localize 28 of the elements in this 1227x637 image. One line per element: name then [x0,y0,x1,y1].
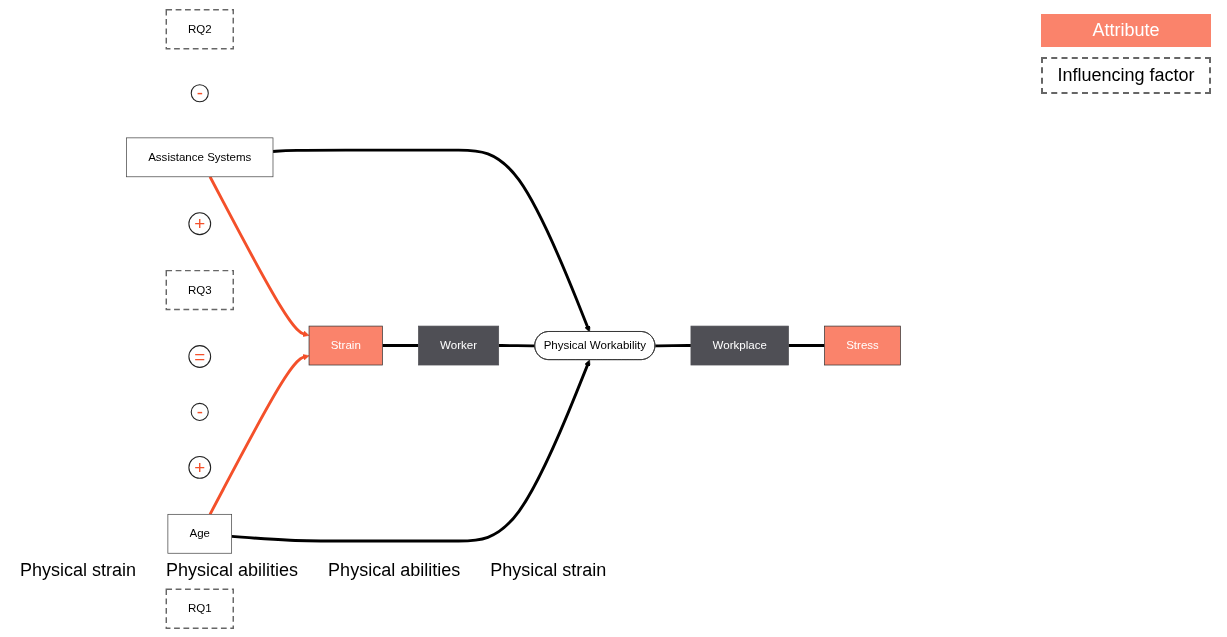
note-text: Physical abilities [328,560,461,581]
node-box: Age [167,513,232,554]
legend-item: Attribute [1041,14,1211,47]
node-circle: - [190,83,209,102]
arrow [231,359,591,542]
connector [788,343,825,347]
node-box: Strain [308,325,383,365]
node-box: RQ1 [165,588,234,629]
node-box: RQ3 [165,269,234,310]
node-circle: - [190,402,209,421]
note-text: Physical strain [20,560,137,581]
legend-item: Influencing factor [1041,57,1211,94]
note-text: Physical abilities [166,560,299,581]
note-text: Physical strain [490,560,607,581]
arrow [208,175,310,337]
connector [382,343,419,347]
node-box: Assistance Systems [126,137,274,177]
node-box: Workplace [690,325,789,365]
node-box: RQ2 [165,8,234,49]
connector [498,343,536,347]
node-box: Stress [824,325,901,365]
arrow [272,148,591,332]
node-circle: + [188,211,212,235]
node-circle: + [188,455,212,479]
arrow [208,353,310,515]
connector [655,343,691,347]
node-circle: = [188,344,212,368]
node-box: Worker [418,325,500,365]
